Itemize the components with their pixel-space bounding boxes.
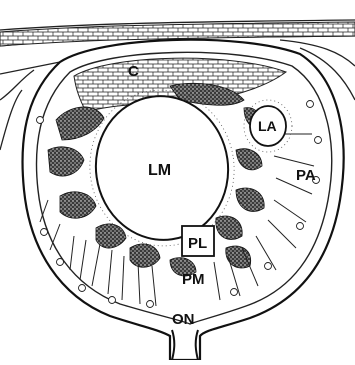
label-pm: PM — [182, 271, 205, 288]
label-lm: LM — [148, 162, 171, 179]
label-la: LA — [258, 118, 277, 134]
label-on: ON — [172, 311, 195, 328]
label-pa: PA — [296, 167, 316, 184]
label-c: C — [128, 63, 139, 80]
label-pl: PL — [188, 235, 207, 252]
